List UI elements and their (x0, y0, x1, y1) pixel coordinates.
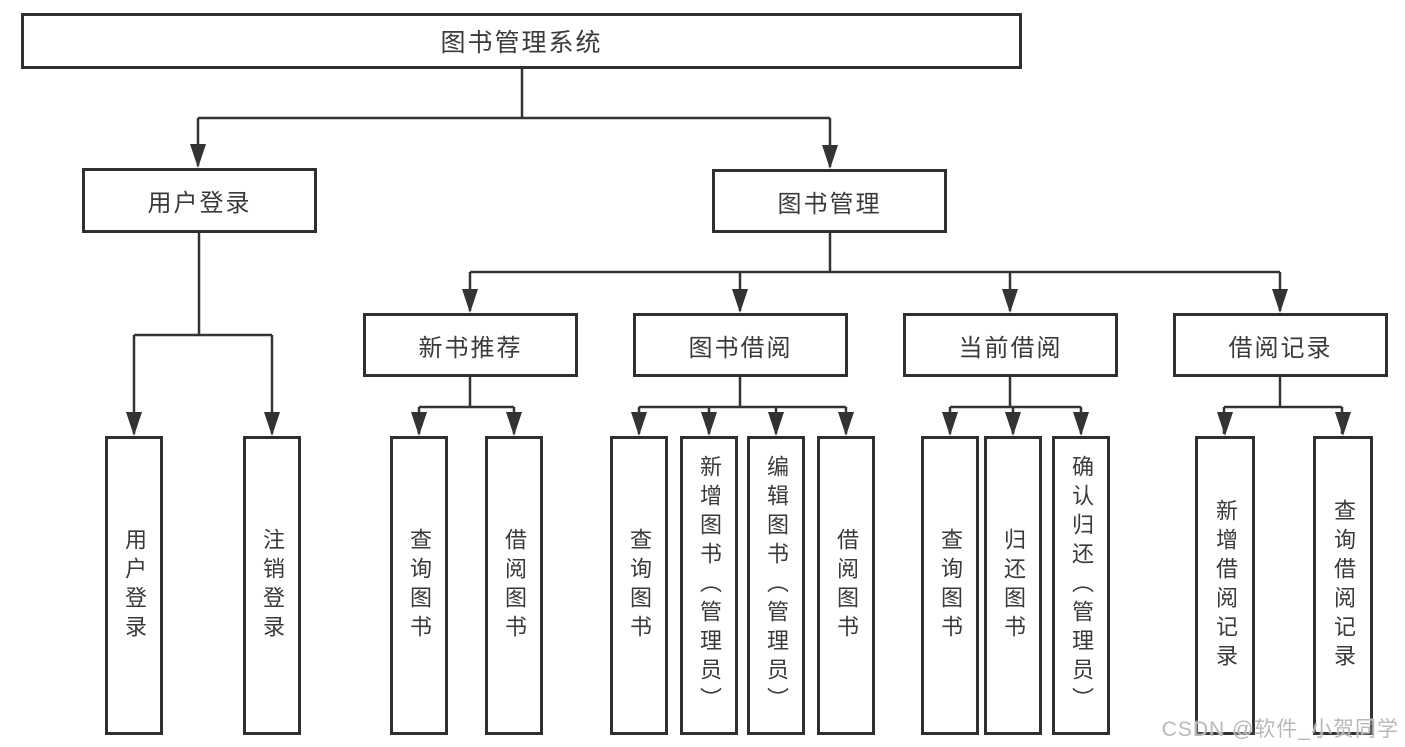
node-borrowing-records: 借阅记录 (1173, 313, 1388, 377)
leaf-return-books: 归还图书 (984, 436, 1042, 735)
leaf-query-books-borrowing: 查询图书 (610, 436, 668, 735)
node-label: 确认归还（管理员） (1069, 455, 1094, 716)
node-label: 新增图书（管理员） (697, 455, 722, 716)
node-label: 新书推荐 (418, 334, 523, 362)
leaf-borrow-books-recommend: 借阅图书 (485, 436, 543, 735)
node-label: 用户登录 (147, 190, 252, 217)
connector-path (132, 68, 1344, 434)
leaf-confirm-return-admin: 确认归还（管理员） (1052, 436, 1110, 735)
node-label: 注销登录 (260, 527, 285, 644)
node-label: 查询借阅记录 (1331, 498, 1356, 673)
leaf-edit-books-admin: 编辑图书（管理员） (747, 436, 805, 735)
leaf-query-books-recommend: 查询图书 (390, 436, 448, 735)
leaf-query-borrow-record: 查询借阅记录 (1313, 436, 1373, 735)
leaf-add-borrow-record: 新增借阅记录 (1195, 436, 1255, 735)
node-library-system: 图书管理系统 (21, 13, 1022, 69)
leaf-logout: 注销登录 (243, 436, 301, 735)
node-label: 借阅图书 (834, 527, 859, 644)
watermark: CSDN @软件_小贺同学 (1161, 718, 1399, 741)
node-book-borrowing: 图书借阅 (633, 313, 848, 377)
node-label: 图书管理系统 (440, 29, 603, 57)
leaf-user-login: 用户登录 (105, 436, 163, 735)
node-label: 查询图书 (407, 527, 432, 644)
arrowheads (126, 144, 1351, 436)
node-label: 借阅记录 (1228, 334, 1333, 362)
node-label: 查询图书 (938, 527, 963, 644)
node-label: 编辑图书（管理员） (764, 455, 789, 716)
node-label: 归还图书 (1001, 527, 1026, 644)
node-book-management: 图书管理 (712, 169, 947, 233)
leaf-borrow-books-borrowing: 借阅图书 (817, 436, 875, 735)
node-label: 图书借阅 (688, 334, 793, 362)
node-current-borrowing: 当前借阅 (903, 313, 1118, 377)
leaf-query-books-current: 查询图书 (921, 436, 979, 735)
node-label: 借阅图书 (502, 527, 527, 644)
node-label: 查询图书 (627, 527, 652, 644)
node-label: 图书管理 (777, 190, 882, 218)
node-label: 当前借阅 (958, 334, 1063, 362)
node-label: 用户登录 (122, 527, 147, 644)
node-user-login: 用户登录 (82, 168, 317, 233)
node-new-book-recommendation: 新书推荐 (363, 313, 578, 377)
node-label: 新增借阅记录 (1213, 498, 1238, 673)
leaf-add-books-admin: 新增图书（管理员） (680, 436, 738, 735)
